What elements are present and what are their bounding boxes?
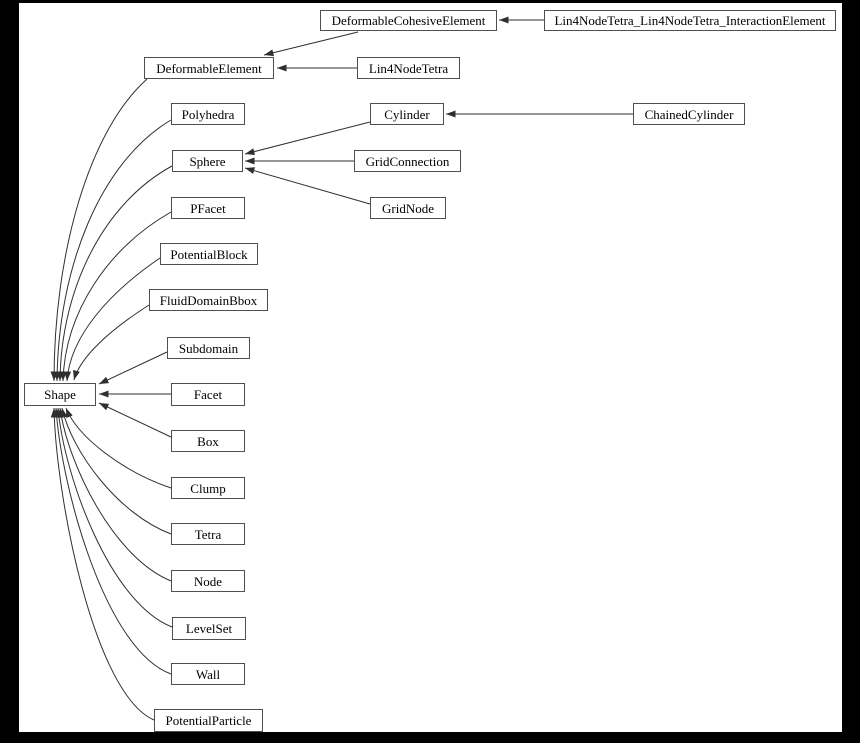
node-deformable-cohesive-element[interactable]: DeformableCohesiveElement — [320, 10, 497, 31]
node-pfacet[interactable]: PFacet — [171, 197, 245, 219]
node-sphere[interactable]: Sphere — [172, 150, 243, 172]
node-potential-particle[interactable]: PotentialParticle — [154, 709, 263, 732]
node-chained-cylinder[interactable]: ChainedCylinder — [633, 103, 745, 125]
node-fluid-domain-bbox[interactable]: FluidDomainBbox — [149, 289, 268, 311]
node-deformable-element[interactable]: DeformableElement — [144, 57, 274, 79]
node-shape[interactable]: Shape — [24, 383, 96, 406]
node-subdomain[interactable]: Subdomain — [167, 337, 250, 359]
node-cylinder[interactable]: Cylinder — [370, 103, 444, 125]
node-box[interactable]: Box — [171, 430, 245, 452]
node-lin4nodetetra[interactable]: Lin4NodeTetra — [357, 57, 460, 79]
node-potential-block[interactable]: PotentialBlock — [160, 243, 258, 265]
node-polyhedra[interactable]: Polyhedra — [171, 103, 245, 125]
node-facet[interactable]: Facet — [171, 383, 245, 406]
node-clump[interactable]: Clump — [171, 477, 245, 499]
node-levelset[interactable]: LevelSet — [172, 617, 246, 640]
node-wall[interactable]: Wall — [171, 663, 245, 685]
node-node[interactable]: Node — [171, 570, 245, 592]
node-tetra[interactable]: Tetra — [171, 523, 245, 545]
node-grid-connection[interactable]: GridConnection — [354, 150, 461, 172]
node-lin4nodetetra-lin4nodetetra-interactionelement[interactable]: Lin4NodeTetra_Lin4NodeTetra_InteractionE… — [544, 10, 836, 31]
node-grid-node[interactable]: GridNode — [370, 197, 446, 219]
